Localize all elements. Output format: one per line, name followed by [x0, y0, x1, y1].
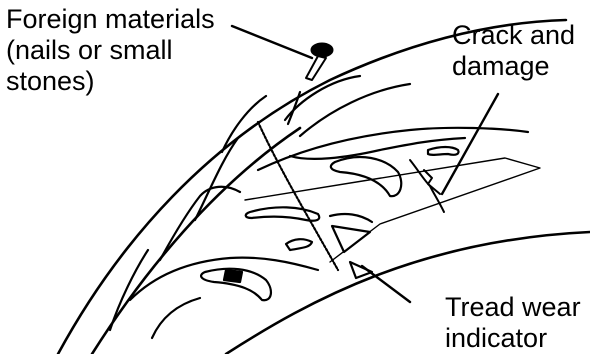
- crack-marks: [410, 160, 444, 212]
- tread-wear-line2: indicator: [445, 323, 581, 354]
- crack-damage-line1: Crack and: [452, 20, 575, 51]
- tread-boundary-line: [245, 158, 540, 262]
- groove: [195, 138, 238, 220]
- wear-indicator-triangle: [332, 226, 370, 252]
- groove: [152, 298, 200, 338]
- tread-block: [330, 214, 372, 222]
- leader-foreign-materials: [232, 26, 312, 58]
- tread-block: [224, 270, 242, 282]
- foreign-materials-line1: Foreign materials: [6, 4, 215, 35]
- crack-damage-line2: damage: [452, 51, 575, 82]
- nail-shank: [306, 56, 326, 80]
- tread-wear-label: Tread wear indicator: [445, 292, 581, 354]
- foreign-materials-label: Foreign materials (nails or small stones…: [6, 4, 215, 97]
- tread-block: [428, 147, 459, 155]
- tread-block: [286, 239, 312, 250]
- foreign-materials-line3: stones): [6, 66, 215, 97]
- tread-wear-line1: Tread wear: [445, 292, 581, 323]
- tread-blocks: [201, 147, 458, 300]
- nail-head: [311, 43, 333, 57]
- groove: [258, 128, 528, 170]
- nail-icon: [288, 43, 333, 124]
- leader-crack-damage: [442, 94, 498, 194]
- crack: [410, 160, 444, 212]
- nail-groove-hint: [288, 92, 300, 124]
- foreign-materials-line2: (nails or small: [6, 35, 215, 66]
- crack-damage-label: Crack and damage: [452, 20, 575, 82]
- tire-shoulder-edge: [92, 128, 300, 354]
